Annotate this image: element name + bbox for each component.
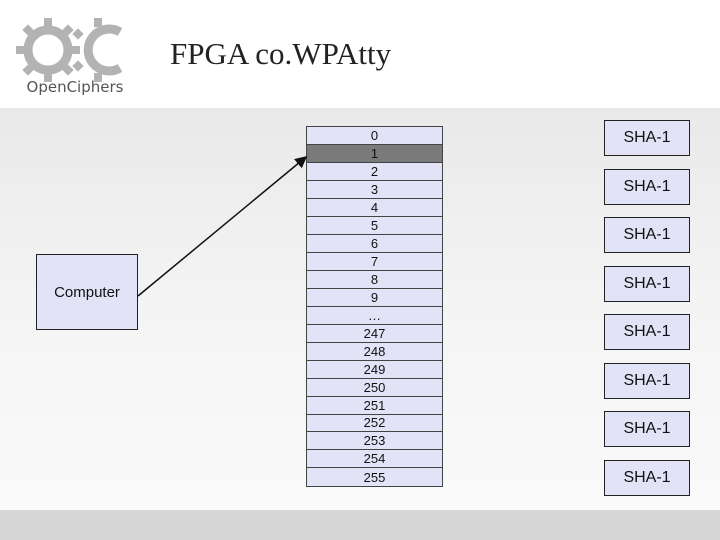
table-row: 252 xyxy=(307,414,442,433)
table-row: … xyxy=(307,306,442,325)
table-row: 254 xyxy=(307,450,442,469)
sha1-block: SHA-1 xyxy=(604,169,690,205)
table-row: 255 xyxy=(307,468,442,487)
table-row: 5 xyxy=(307,216,442,235)
header-band xyxy=(0,0,720,108)
table-row: 2 xyxy=(307,162,442,181)
table-row: 250 xyxy=(307,378,442,397)
sha1-block: SHA-1 xyxy=(604,266,690,302)
table-row: 7 xyxy=(307,252,442,271)
table-row: 0 xyxy=(307,127,442,145)
table-row: 248 xyxy=(307,342,442,361)
logo-text: OpenCiphers xyxy=(26,78,124,96)
table-row: 253 xyxy=(307,432,442,451)
computer-box: Computer xyxy=(36,254,138,330)
sha1-block: SHA-1 xyxy=(604,120,690,156)
table-row: 4 xyxy=(307,198,442,217)
sha1-block: SHA-1 xyxy=(604,411,690,447)
table-row: 8 xyxy=(307,270,442,289)
table-row: 6 xyxy=(307,234,442,253)
table-row: 249 xyxy=(307,360,442,379)
sha1-block: SHA-1 xyxy=(604,314,690,350)
table-row: 3 xyxy=(307,180,442,199)
table-row: 9 xyxy=(307,288,442,307)
sha1-block: SHA-1 xyxy=(604,363,690,399)
sha1-block: SHA-1 xyxy=(604,217,690,253)
computer-label: Computer xyxy=(54,283,120,301)
sha1-block: SHA-1 xyxy=(604,460,690,496)
page-title: FPGA co.WPAtty xyxy=(170,36,392,71)
footer-band xyxy=(0,510,720,540)
openciphers-logo-icon xyxy=(16,18,123,82)
table-row: 251 xyxy=(307,396,442,415)
table-row: 247 xyxy=(307,324,442,343)
table-row: 1 xyxy=(307,144,442,163)
